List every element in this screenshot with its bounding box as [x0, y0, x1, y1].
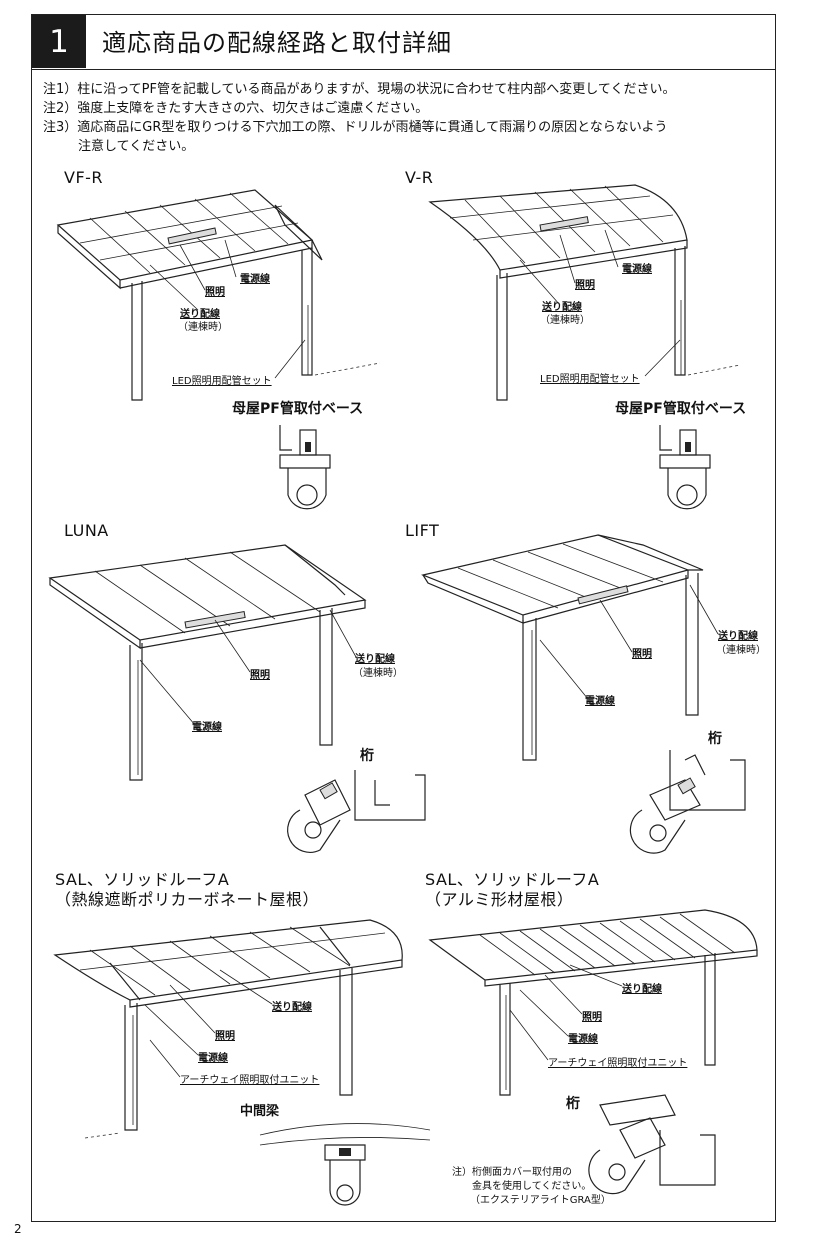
nakama-detail	[259, 1123, 431, 1206]
sal1-label-dengen: 電源線	[198, 1053, 228, 1064]
notes: 注1）柱に沿ってPF管を記載している商品がありますが、現場の状況に合わせて柱内部…	[43, 80, 763, 156]
lift-label-dengen: 電源線	[585, 696, 615, 707]
vfr-base-title: 母屋PF管取付ベース	[232, 401, 364, 417]
product-sub-sal2: （アルミ形材屋根）	[425, 890, 574, 909]
product-name-sal1: SAL、ソリッドルーフA	[55, 870, 230, 889]
lift-keta-detail	[629, 750, 746, 854]
section-title: 適応商品の配線経路と取付詳細	[102, 29, 452, 57]
page-number: 2	[14, 1222, 22, 1236]
sal2-label-dengen: 電源線	[568, 1034, 598, 1045]
nakama-label: 中間梁	[240, 1104, 280, 1119]
sal2-carport-drawing	[428, 909, 758, 1096]
sal1-label-archway: アーチウェイ照明取付ユニット	[180, 1075, 320, 1086]
sal2-keta-label: 桁	[566, 1096, 580, 1112]
footnote-line-2: 金具を使用してください。	[472, 1181, 592, 1192]
sal1-label-okuri: 送り配線	[272, 1002, 312, 1013]
sal2-keta-detail	[588, 1094, 716, 1195]
product-sub-sal1: （熱線遮断ポリカーボネート屋根）	[55, 890, 320, 909]
lift-carport-drawing	[420, 534, 704, 761]
section-header: 1 適応商品の配線経路と取付詳細	[31, 14, 776, 70]
luna-label-shomei: 照明	[250, 670, 270, 681]
sal1-carport-drawing	[53, 919, 403, 1139]
note-3-continued: 注意してください。	[78, 139, 195, 154]
footnote-line-1: 注）桁側面カバー取付用の	[452, 1167, 572, 1178]
section-number: 1	[32, 15, 86, 68]
product-name-vfr: VF-R	[64, 168, 104, 187]
note-1: 注1）柱に沿ってPF管を記載している商品がありますが、現場の状況に合わせて柱内部…	[43, 82, 676, 97]
vr-base-title: 母屋PF管取付ベース	[615, 401, 747, 417]
vfr-label-led-set: LED照明用配管セット	[172, 376, 272, 387]
luna-label-dengen: 電源線	[192, 722, 222, 733]
product-name-lift: LIFT	[405, 521, 440, 540]
luna-keta-label: 桁	[360, 748, 374, 764]
vfr-carport-drawing	[56, 189, 381, 401]
vfr-label-okuri: 送り配線	[180, 309, 220, 320]
luna-keta-detail	[287, 770, 426, 853]
vfr-label-renmune: （連棟時）	[178, 322, 228, 333]
lift-keta-label: 桁	[708, 731, 722, 747]
vfr-label-dengen: 電源線	[240, 274, 270, 285]
vfr-label-shomei: 照明	[205, 287, 225, 298]
sal2-label-shomei: 照明	[582, 1012, 602, 1023]
vr-base-detail	[659, 425, 711, 510]
vr-carport-drawing	[428, 184, 741, 401]
sal1-label-shomei: 照明	[215, 1031, 235, 1042]
note-2: 注2）強度上支障をきたす大きさの穴、切欠きはご遠慮ください。	[43, 101, 429, 116]
vr-label-led-set: LED照明用配管セット	[540, 374, 640, 385]
vfr-base-detail	[279, 425, 331, 510]
luna-label-okuri: 送り配線	[355, 654, 395, 665]
vr-label-dengen: 電源線	[622, 264, 652, 275]
sal2-label-okuri: 送り配線	[622, 984, 662, 995]
luna-label-renmune: （連棟時）	[353, 668, 403, 679]
luna-carport-drawing	[48, 544, 367, 781]
product-name-luna: LUNA	[64, 521, 109, 540]
vr-label-renmune: （連棟時）	[540, 315, 590, 326]
lift-label-okuri: 送り配線	[718, 631, 758, 642]
vr-label-shomei: 照明	[575, 280, 595, 291]
product-name-vr: V-R	[405, 168, 434, 187]
vr-label-okuri: 送り配線	[542, 302, 582, 313]
lift-label-renmune: （連棟時）	[716, 645, 766, 656]
sal2-label-archway: アーチウェイ照明取付ユニット	[548, 1058, 688, 1069]
note-3: 注3）適応商品にGR型を取りつける下穴加工の際、ドリルが雨樋等に貫通して雨漏りの…	[43, 120, 668, 135]
product-name-sal2: SAL、ソリッドルーフA	[425, 870, 600, 889]
lift-label-shomei: 照明	[632, 649, 652, 660]
footnote-line-3: （エクステリアライトGRA型）	[470, 1195, 611, 1206]
